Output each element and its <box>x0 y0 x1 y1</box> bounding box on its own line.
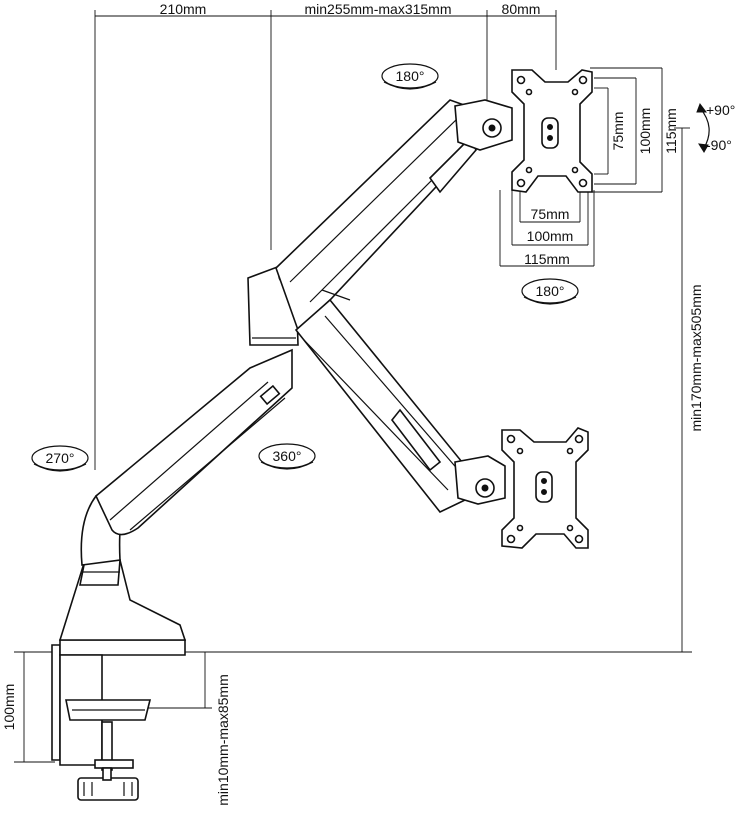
dim-height-range: min170mm-max505mm <box>688 284 704 431</box>
dim-vesa-h-100: 100mm <box>527 228 574 244</box>
dim-vesa-v-115: 115mm <box>663 108 679 154</box>
rotation-badge-arm: 360° <box>258 443 316 470</box>
svg-text:180°: 180° <box>536 283 565 299</box>
tilt-minus-label: -90° <box>706 137 732 153</box>
vesa-plate-top <box>511 69 593 193</box>
rotation-badge-vesa: 180° <box>521 278 579 305</box>
svg-text:360°: 360° <box>273 448 302 464</box>
rotation-badge-top: 180° <box>381 63 439 90</box>
dim-clamp-height: 100mm <box>1 684 17 731</box>
dim-top-left: 210mm <box>160 1 207 17</box>
dim-top-middle: min255mm-max315mm <box>304 1 451 17</box>
dim-top-right: 80mm <box>502 1 541 17</box>
upper-arm-top <box>275 99 481 332</box>
dim-vesa-v-100: 100mm <box>637 108 653 155</box>
dim-vesa-h-115: 115mm <box>524 251 570 267</box>
tilt-head-top <box>454 99 513 151</box>
rotation-badge-base: 270° <box>31 445 89 472</box>
dim-vesa-h-75: 75mm <box>531 206 570 222</box>
svg-text:180°: 180° <box>396 68 425 84</box>
dimension-labels: 210mm min255mm-max315mm 80mm 75mm 100mm … <box>1 1 735 806</box>
vesa-plate-bottom <box>501 427 589 549</box>
dimension-lines <box>14 10 692 763</box>
dim-desk-thickness: min10mm-max85mm <box>215 674 231 805</box>
lower-arm <box>95 348 293 536</box>
tilt-head-bottom <box>454 455 506 505</box>
upper-arm-bottom <box>294 298 466 513</box>
tilt-plus-label: +90° <box>706 102 735 118</box>
tilt-arrow-icon <box>696 102 710 153</box>
dim-vesa-v-75: 75mm <box>610 112 626 151</box>
svg-text:270°: 270° <box>46 450 75 466</box>
desk-clamp <box>51 639 186 801</box>
